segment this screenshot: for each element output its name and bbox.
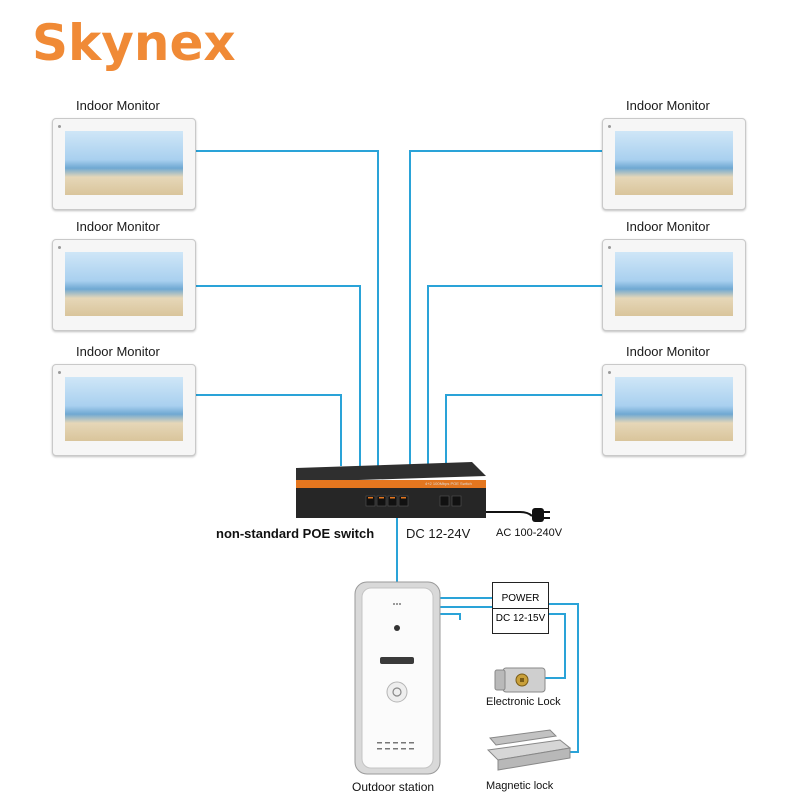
dc-voltage-label: DC 12-24V	[406, 526, 471, 541]
monitor-screen-image	[615, 252, 733, 316]
ac-plug	[532, 508, 544, 522]
camera-icon	[58, 371, 61, 374]
indoor-monitor-left-3[interactable]	[52, 364, 196, 456]
monitor-label-left-1: Indoor Monitor	[76, 98, 160, 113]
camera-icon	[608, 246, 611, 249]
camera-icon	[608, 371, 611, 374]
switch-label: non-standard POE switch	[216, 526, 375, 541]
monitor-screen-image	[615, 131, 733, 195]
camera-icon	[58, 246, 61, 249]
monitor-screen-image	[65, 252, 183, 316]
monitor-screen-image	[615, 377, 733, 441]
ac-voltage-label: AC 100-240V	[496, 527, 563, 539]
ac-cable	[480, 511, 533, 517]
outdoor-station-device	[354, 581, 441, 775]
power-supply-box: POWER DC 12-15V	[492, 582, 549, 634]
wire-outdoor-mlock	[440, 613, 461, 620]
monitor-label-left-3: Indoor Monitor	[76, 344, 160, 359]
wire-left-1	[193, 150, 379, 466]
monitor-label-right-2: Indoor Monitor	[626, 219, 710, 234]
monitor-screen-image	[65, 131, 183, 195]
monitor-label-left-2: Indoor Monitor	[76, 219, 160, 234]
indoor-monitor-right-3[interactable]	[602, 364, 746, 456]
indoor-monitor-right-2[interactable]	[602, 239, 746, 331]
magnetic-lock-device	[486, 729, 572, 771]
power-spec: DC 12-15V	[495, 613, 546, 624]
wire-left-3	[193, 394, 342, 466]
electronic-lock-label: Electronic Lock	[486, 696, 561, 708]
outdoor-station-label: Outdoor station	[352, 780, 435, 794]
power-divider	[493, 608, 548, 609]
wire-right-3	[445, 394, 603, 466]
wire-power-mlock	[547, 603, 579, 753]
wire-right-1	[409, 150, 603, 466]
power-title: POWER	[501, 593, 540, 604]
indoor-monitor-left-1[interactable]	[52, 118, 196, 210]
indoor-monitor-right-1[interactable]	[602, 118, 746, 210]
wire-power-elock	[545, 613, 566, 679]
camera-icon	[608, 125, 611, 128]
electronic-lock-device	[494, 667, 546, 693]
magnetic-lock-label: Magnetic lock	[486, 780, 554, 792]
monitor-label-right-3: Indoor Monitor	[626, 344, 710, 359]
monitor-screen-image	[65, 377, 183, 441]
monitor-label-right-1: Indoor Monitor	[626, 98, 710, 113]
camera-icon	[58, 125, 61, 128]
wire-left-2	[193, 285, 361, 466]
indoor-monitor-left-2[interactable]	[52, 239, 196, 331]
wire-right-2	[427, 285, 603, 466]
switch-panel-text: 4+2 100Mbps POE Switch	[425, 481, 472, 486]
poe-switch	[296, 462, 486, 518]
brand-logo: Skynex	[32, 14, 236, 72]
